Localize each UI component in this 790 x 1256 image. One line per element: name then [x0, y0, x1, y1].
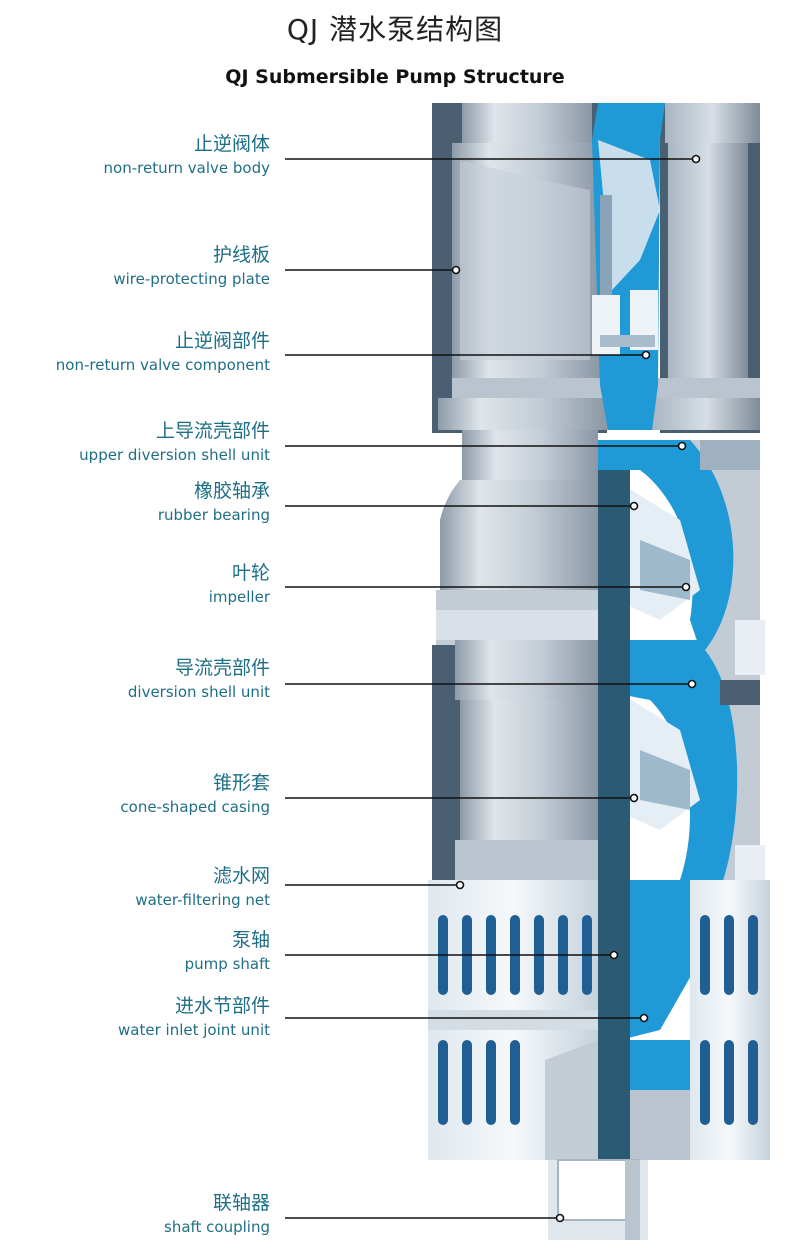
callout-shaft-coupling: 联轴器 shaft coupling — [164, 1192, 270, 1237]
callout-non-return-valve-body: 止逆阀体 non-return valve body — [104, 133, 270, 178]
callout-non-return-valve-component: 止逆阀部件 non-return valve component — [56, 330, 270, 375]
callout-pump-shaft: 泵轴 pump shaft — [185, 929, 270, 974]
callout-label-cn: 锥形套 — [212, 772, 270, 794]
callout-label-cn: 护线板 — [212, 244, 270, 266]
callout-label-en: impeller — [208, 588, 270, 606]
diagram-title-en: QJ Submersible Pump Structure — [225, 66, 565, 88]
callout-impeller: 叶轮 impeller — [209, 562, 270, 607]
pump-shaft — [598, 470, 630, 1160]
inlet-section — [428, 880, 770, 1160]
callout-label-cn: 滤水网 — [212, 865, 270, 887]
callout-upper-diversion-shell-unit: 上导流壳部件 upper diversion shell unit — [79, 420, 270, 465]
callout-label-en: water-filtering net — [135, 891, 270, 909]
callout-label-en: pump shaft — [184, 955, 270, 973]
callout-label-en: cone-shaped casing — [120, 798, 270, 816]
callout-label-en: non-return valve body — [103, 159, 270, 177]
callout-label-cn: 止逆阀部件 — [174, 330, 270, 352]
shaft-coupling — [548, 1159, 648, 1240]
callout-label-en: rubber bearing — [157, 506, 270, 524]
callout-label-cn: 联轴器 — [212, 1192, 270, 1214]
callout-cone-shaped-casing: 锥形套 cone-shaped casing — [120, 772, 270, 817]
callout-label-en: upper diversion shell unit — [79, 446, 270, 464]
callout-rubber-bearing: 橡胶轴承 rubber bearing — [158, 480, 270, 525]
callout-label-cn: 进水节部件 — [174, 995, 270, 1017]
callout-label-en: diversion shell unit — [127, 683, 270, 701]
leader-lines — [285, 154, 701, 1223]
callout-water-inlet-joint-unit: 进水节部件 water inlet joint unit — [118, 995, 270, 1040]
callout-label-en: non-return valve component — [55, 356, 270, 374]
callout-label-en: shaft coupling — [164, 1218, 270, 1236]
callout-label-cn: 叶轮 — [231, 562, 270, 584]
callout-label-cn: 止逆阀体 — [193, 133, 270, 155]
callout-diversion-shell-unit: 导流壳部件 diversion shell unit — [128, 657, 270, 702]
non-return-valve — [592, 140, 660, 355]
callout-label-cn: 导流壳部件 — [174, 657, 270, 679]
callout-label-en: wire-protecting plate — [113, 270, 270, 288]
callout-label-cn: 橡胶轴承 — [193, 480, 270, 502]
diagram-title-cn: QJ 潜水泵结构图 — [286, 13, 504, 46]
callout-water-filtering-net: 滤水网 water-filtering net — [135, 865, 270, 910]
callout-wire-protecting-plate: 护线板 wire-protecting plate — [113, 244, 270, 289]
callout-label-cn: 泵轴 — [231, 929, 270, 951]
valve-body — [432, 103, 760, 433]
callout-label-en: water inlet joint unit — [118, 1021, 270, 1039]
callout-label-cn: 上导流壳部件 — [155, 420, 270, 442]
